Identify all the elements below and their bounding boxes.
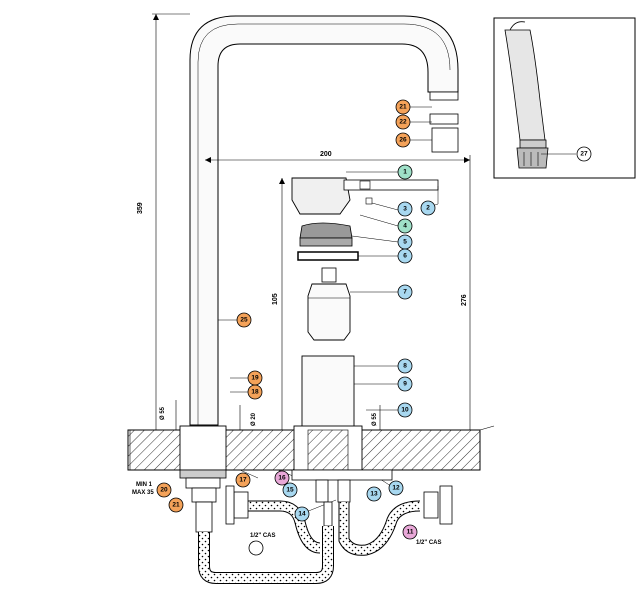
callout-c4: 4 <box>397 218 413 234</box>
callout-number: 26 <box>399 137 407 144</box>
callout-number: 2 <box>426 205 430 212</box>
note-deck-max: MAX 35 <box>132 490 154 496</box>
callout-number: 3 <box>403 206 407 213</box>
note-conn-right: 1/2" CAS <box>416 540 442 546</box>
callout-number: 19 <box>251 375 259 382</box>
aerator-spout-detail <box>504 29 546 141</box>
callout-number: 21 <box>399 104 407 111</box>
callout-number: 25 <box>240 317 248 324</box>
callout-c3: 3 <box>397 201 413 217</box>
callout-number: 6 <box>403 253 407 260</box>
callout-number: 12 <box>392 485 400 492</box>
callout-c21b: 21 <box>168 497 184 513</box>
callout-c18: 18 <box>247 384 263 400</box>
callout-c16: 16 <box>274 470 290 486</box>
note-conn-left: 1/2" CAS <box>250 533 276 539</box>
callout-number: 8 <box>403 363 407 370</box>
callout-c8: 8 <box>397 358 413 374</box>
dimension-lines <box>129 13 471 470</box>
dim-body-height: 105 <box>272 293 279 305</box>
callout-number: 4 <box>403 223 407 230</box>
cap-cover <box>299 222 353 239</box>
lever-rod <box>343 179 439 191</box>
cartridge <box>307 283 351 341</box>
callout-c2: 2 <box>420 200 436 216</box>
callout-c13: 13 <box>366 486 382 502</box>
gooseneck-spout <box>189 15 459 426</box>
callout-number: 13 <box>370 491 378 498</box>
dim-reach: 200 <box>320 151 332 158</box>
callout-number: 21 <box>172 502 180 509</box>
countertop <box>127 425 495 471</box>
callout-c9: 9 <box>397 376 413 392</box>
detail-inset <box>493 17 636 179</box>
dim-total-height: 359 <box>137 202 144 214</box>
dim-d-right: Ø 55 <box>372 412 378 426</box>
callout-number: 20 <box>160 487 168 494</box>
callout-c20: 20 <box>156 482 172 498</box>
callout-c22: 22 <box>395 114 411 130</box>
ring-seal <box>297 251 359 261</box>
body-sleeve <box>301 355 355 431</box>
callout-number: 27 <box>580 151 588 158</box>
aerator-detail <box>516 147 549 169</box>
callout-number: 1 <box>403 169 407 176</box>
callout-c11: 11 <box>402 524 418 540</box>
callout-c14: 14 <box>294 506 310 522</box>
callout-number: 7 <box>403 289 407 296</box>
callout-c27: 27 <box>576 146 592 162</box>
callout-c12: 12 <box>388 480 404 496</box>
lever-handle <box>291 177 351 215</box>
callout-number: 16 <box>278 475 286 482</box>
callout-number: 22 <box>399 119 407 126</box>
callout-number: 17 <box>239 477 247 484</box>
callout-c25: 25 <box>236 312 252 328</box>
callout-number: 14 <box>298 511 306 518</box>
callout-c19: 19 <box>247 370 263 386</box>
callout-c5: 5 <box>397 234 413 250</box>
callout-number: 5 <box>403 239 407 246</box>
callout-number: 9 <box>403 381 407 388</box>
callout-number: 15 <box>286 487 294 494</box>
braided-hoses <box>198 485 453 584</box>
callout-number: 18 <box>251 389 259 396</box>
mixer-body <box>291 177 439 431</box>
callout-number: 10 <box>401 407 409 414</box>
callout-c10: 10 <box>397 402 413 418</box>
callout-c6: 6 <box>397 248 413 264</box>
callout-c15: 15 <box>282 482 298 498</box>
dim-outlet-height: 276 <box>461 294 468 306</box>
dim-d-left: Ø 55 <box>160 406 166 420</box>
callout-number: 11 <box>407 529 414 536</box>
dim-d-mid: Ø 20 <box>251 412 257 426</box>
note-deck-min: MIN 1 <box>136 482 153 488</box>
callout-c7: 7 <box>397 284 413 300</box>
callout-braid <box>248 540 264 556</box>
callout-c1: 1 <box>397 164 413 180</box>
callout-c17: 17 <box>235 472 251 488</box>
callout-c26: 26 <box>395 132 411 148</box>
callout-c21a: 21 <box>395 99 411 115</box>
